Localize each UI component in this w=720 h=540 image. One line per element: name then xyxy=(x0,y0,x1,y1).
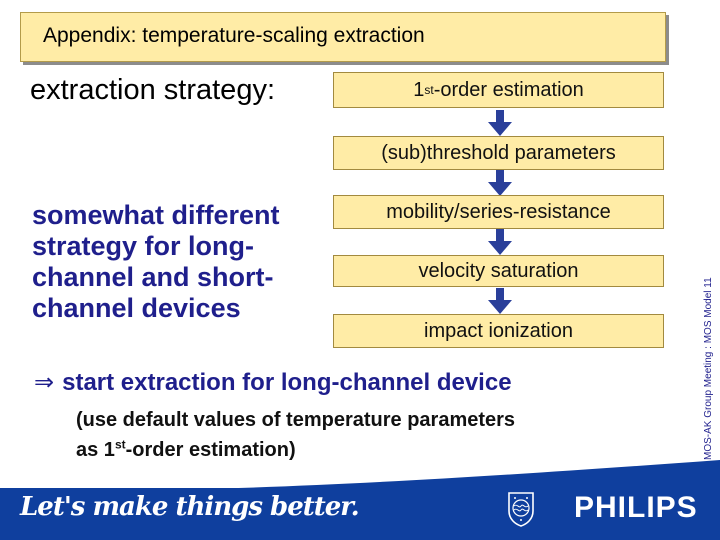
conclusion-line: ⇒ start extraction for long-channel devic… xyxy=(34,368,512,397)
philips-shield-icon xyxy=(508,492,534,527)
step-4-label: velocity saturation xyxy=(418,259,579,282)
note-line-2: as 1st-order estimation) xyxy=(76,435,515,465)
side-footer-text: MOS-AK Group Meeting : MOS Model 11 xyxy=(703,277,714,460)
step-3-label: mobility/series-resistance xyxy=(386,200,611,223)
down-arrow-icon xyxy=(488,170,512,196)
step-1-post: -order estimation xyxy=(433,78,584,101)
step-2-label: (sub)threshold parameters xyxy=(381,141,616,164)
strategy-label: extraction strategy: xyxy=(30,74,275,106)
step-mobility-series-resistance: mobility/series-resistance xyxy=(333,195,664,229)
conclusion-text: start extraction for long-channel device xyxy=(62,369,512,396)
step-impact-ionization: impact ionization xyxy=(333,314,664,348)
down-arrow-icon xyxy=(488,288,512,314)
device-strategy-text: somewhat different strategy for long-cha… xyxy=(32,200,280,323)
note-line-2-pre: as 1 xyxy=(76,439,115,461)
note-line-2-sup: st xyxy=(114,437,126,452)
slide-title: Appendix: temperature-scaling extraction xyxy=(43,24,425,47)
footer-band xyxy=(0,488,720,540)
note-line-1: (use default values of temperature param… xyxy=(76,409,516,431)
title-bar: Appendix: temperature-scaling extraction xyxy=(20,12,666,62)
philips-logo: PHILIPS xyxy=(574,491,698,524)
step-5-label: impact ionization xyxy=(424,319,573,342)
note-text: (use default values of temperature param… xyxy=(76,405,515,465)
note-line-2-post: -order estimation) xyxy=(125,439,296,461)
slogan: Let's make things better. xyxy=(20,492,360,522)
implies-icon: ⇒ xyxy=(34,369,55,396)
step-1-pre: 1 xyxy=(413,78,425,101)
step-subthreshold-parameters: (sub)threshold parameters xyxy=(333,136,664,170)
down-arrow-icon xyxy=(488,229,512,255)
down-arrow-icon xyxy=(488,110,512,136)
step-velocity-saturation: velocity saturation xyxy=(333,255,664,287)
